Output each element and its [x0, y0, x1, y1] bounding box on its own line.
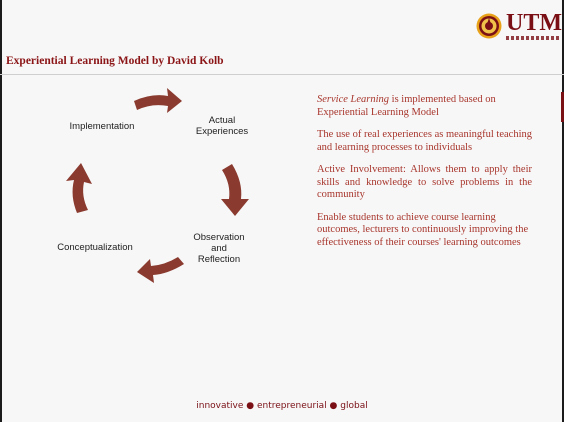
arrow-to-observation [221, 164, 249, 216]
description-column: Service Learning is implemented based on… [317, 94, 532, 259]
service-learning-text: is implemented based on Experiential Lea… [317, 94, 496, 118]
arrow-to-implementation [66, 163, 92, 213]
stage-implementation: Implementation [69, 121, 135, 132]
stage-observation-reflection: Observation and Reflection [193, 232, 245, 265]
paragraph-course-outcomes: Enable students to achieve course learni… [317, 211, 529, 248]
stage-conceptualization: Conceptualization [57, 242, 133, 253]
footer-tagline: innovative ● entrepreneurial ● global [196, 401, 368, 411]
slide-frame-accent [561, 92, 564, 122]
paragraph-real-experiences: The use of real experiences as meaningfu… [317, 129, 532, 153]
title-divider [0, 74, 564, 75]
service-learning-emphasis: Service Learning [317, 94, 390, 105]
utm-logo: UTM [476, 8, 562, 44]
paragraph-active-involvement: Active Involvement: Allows them to apply… [317, 164, 532, 200]
slide-title: Experiential Learning Model by David Kol… [6, 55, 224, 67]
arrow-to-actual-experiences [134, 88, 182, 113]
slide-frame-left [0, 0, 2, 422]
stage-actual-experiences: Actual Experiences [195, 115, 249, 137]
logo-wordmark: UTM [506, 10, 562, 36]
slide-frame-right [562, 0, 564, 422]
paragraph-service-learning: Service Learning is implemented based on… [317, 94, 532, 119]
university-seal-icon [476, 13, 502, 39]
logo-subline [506, 36, 560, 40]
